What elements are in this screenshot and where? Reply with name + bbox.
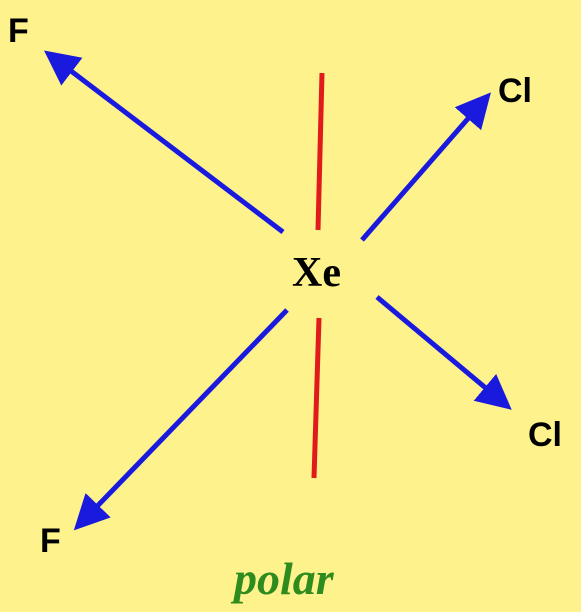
bond-arrow-top-left [44, 50, 285, 234]
atom-label-top-left: F [8, 12, 29, 50]
atom-label-bottom-left: F [40, 522, 61, 560]
axis-line-top [315, 72, 325, 231]
bond-arrow-top-right [360, 92, 491, 242]
atom-label-top-right: Cl [498, 72, 532, 110]
center-atom-label: Xe [292, 250, 341, 296]
polarity-caption: polar [234, 553, 334, 604]
bond-arrow-bottom-right [375, 295, 512, 410]
bond-arrow-bottom-left [73, 308, 289, 531]
axis-line-bottom [311, 317, 322, 479]
atom-label-bottom-right: Cl [528, 416, 562, 454]
